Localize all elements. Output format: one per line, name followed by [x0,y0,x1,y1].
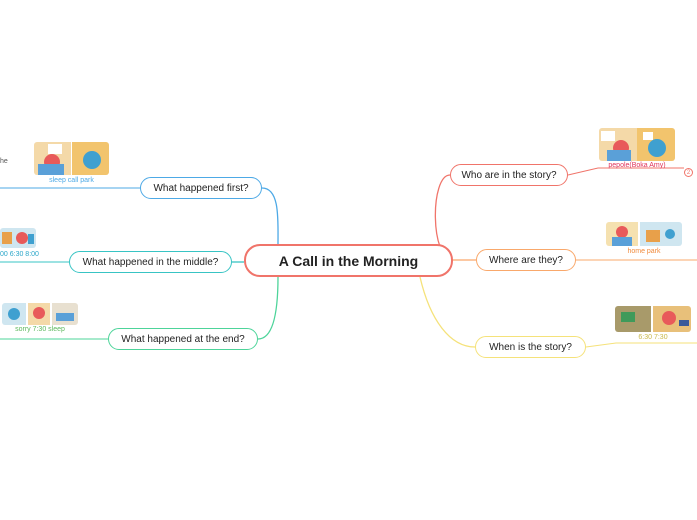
branch-middle[interactable]: What happened in the middle? [69,251,232,273]
first-story-images[interactable] [34,142,109,175]
connector-when [419,276,476,348]
where-caption: home park [627,248,661,255]
where-story-images[interactable] [606,222,682,246]
end-caption: sorry 7:30 sleep [15,326,65,333]
connector-who-detail [567,167,684,176]
first-edge-text: he [0,158,8,165]
branch-where[interactable]: Where are they? [476,249,576,271]
connector-when-detail [585,342,697,348]
when-caption: 6:30 7:30 [638,334,668,341]
branch-end[interactable]: What happened at the end? [108,328,258,350]
connector-end [257,276,279,340]
collapse-toggle-icon[interactable]: 2 [684,168,693,177]
branch-when[interactable]: When is the story? [475,336,586,358]
connector-first [261,187,279,245]
middle-story-images[interactable] [0,228,36,248]
who-caption: pepole(Boka Amy) [608,162,666,169]
central-topic[interactable]: A Call in the Morning [244,244,453,277]
end-story-images[interactable] [2,303,78,325]
who-story-images[interactable] [599,128,675,161]
when-story-images[interactable] [615,306,691,332]
first-caption: sleep call park [49,177,94,184]
branch-who[interactable]: Who are in the story? [450,164,568,186]
branch-first[interactable]: What happened first? [140,177,262,199]
middle-caption: 00 6:30 8:00 [0,251,39,258]
